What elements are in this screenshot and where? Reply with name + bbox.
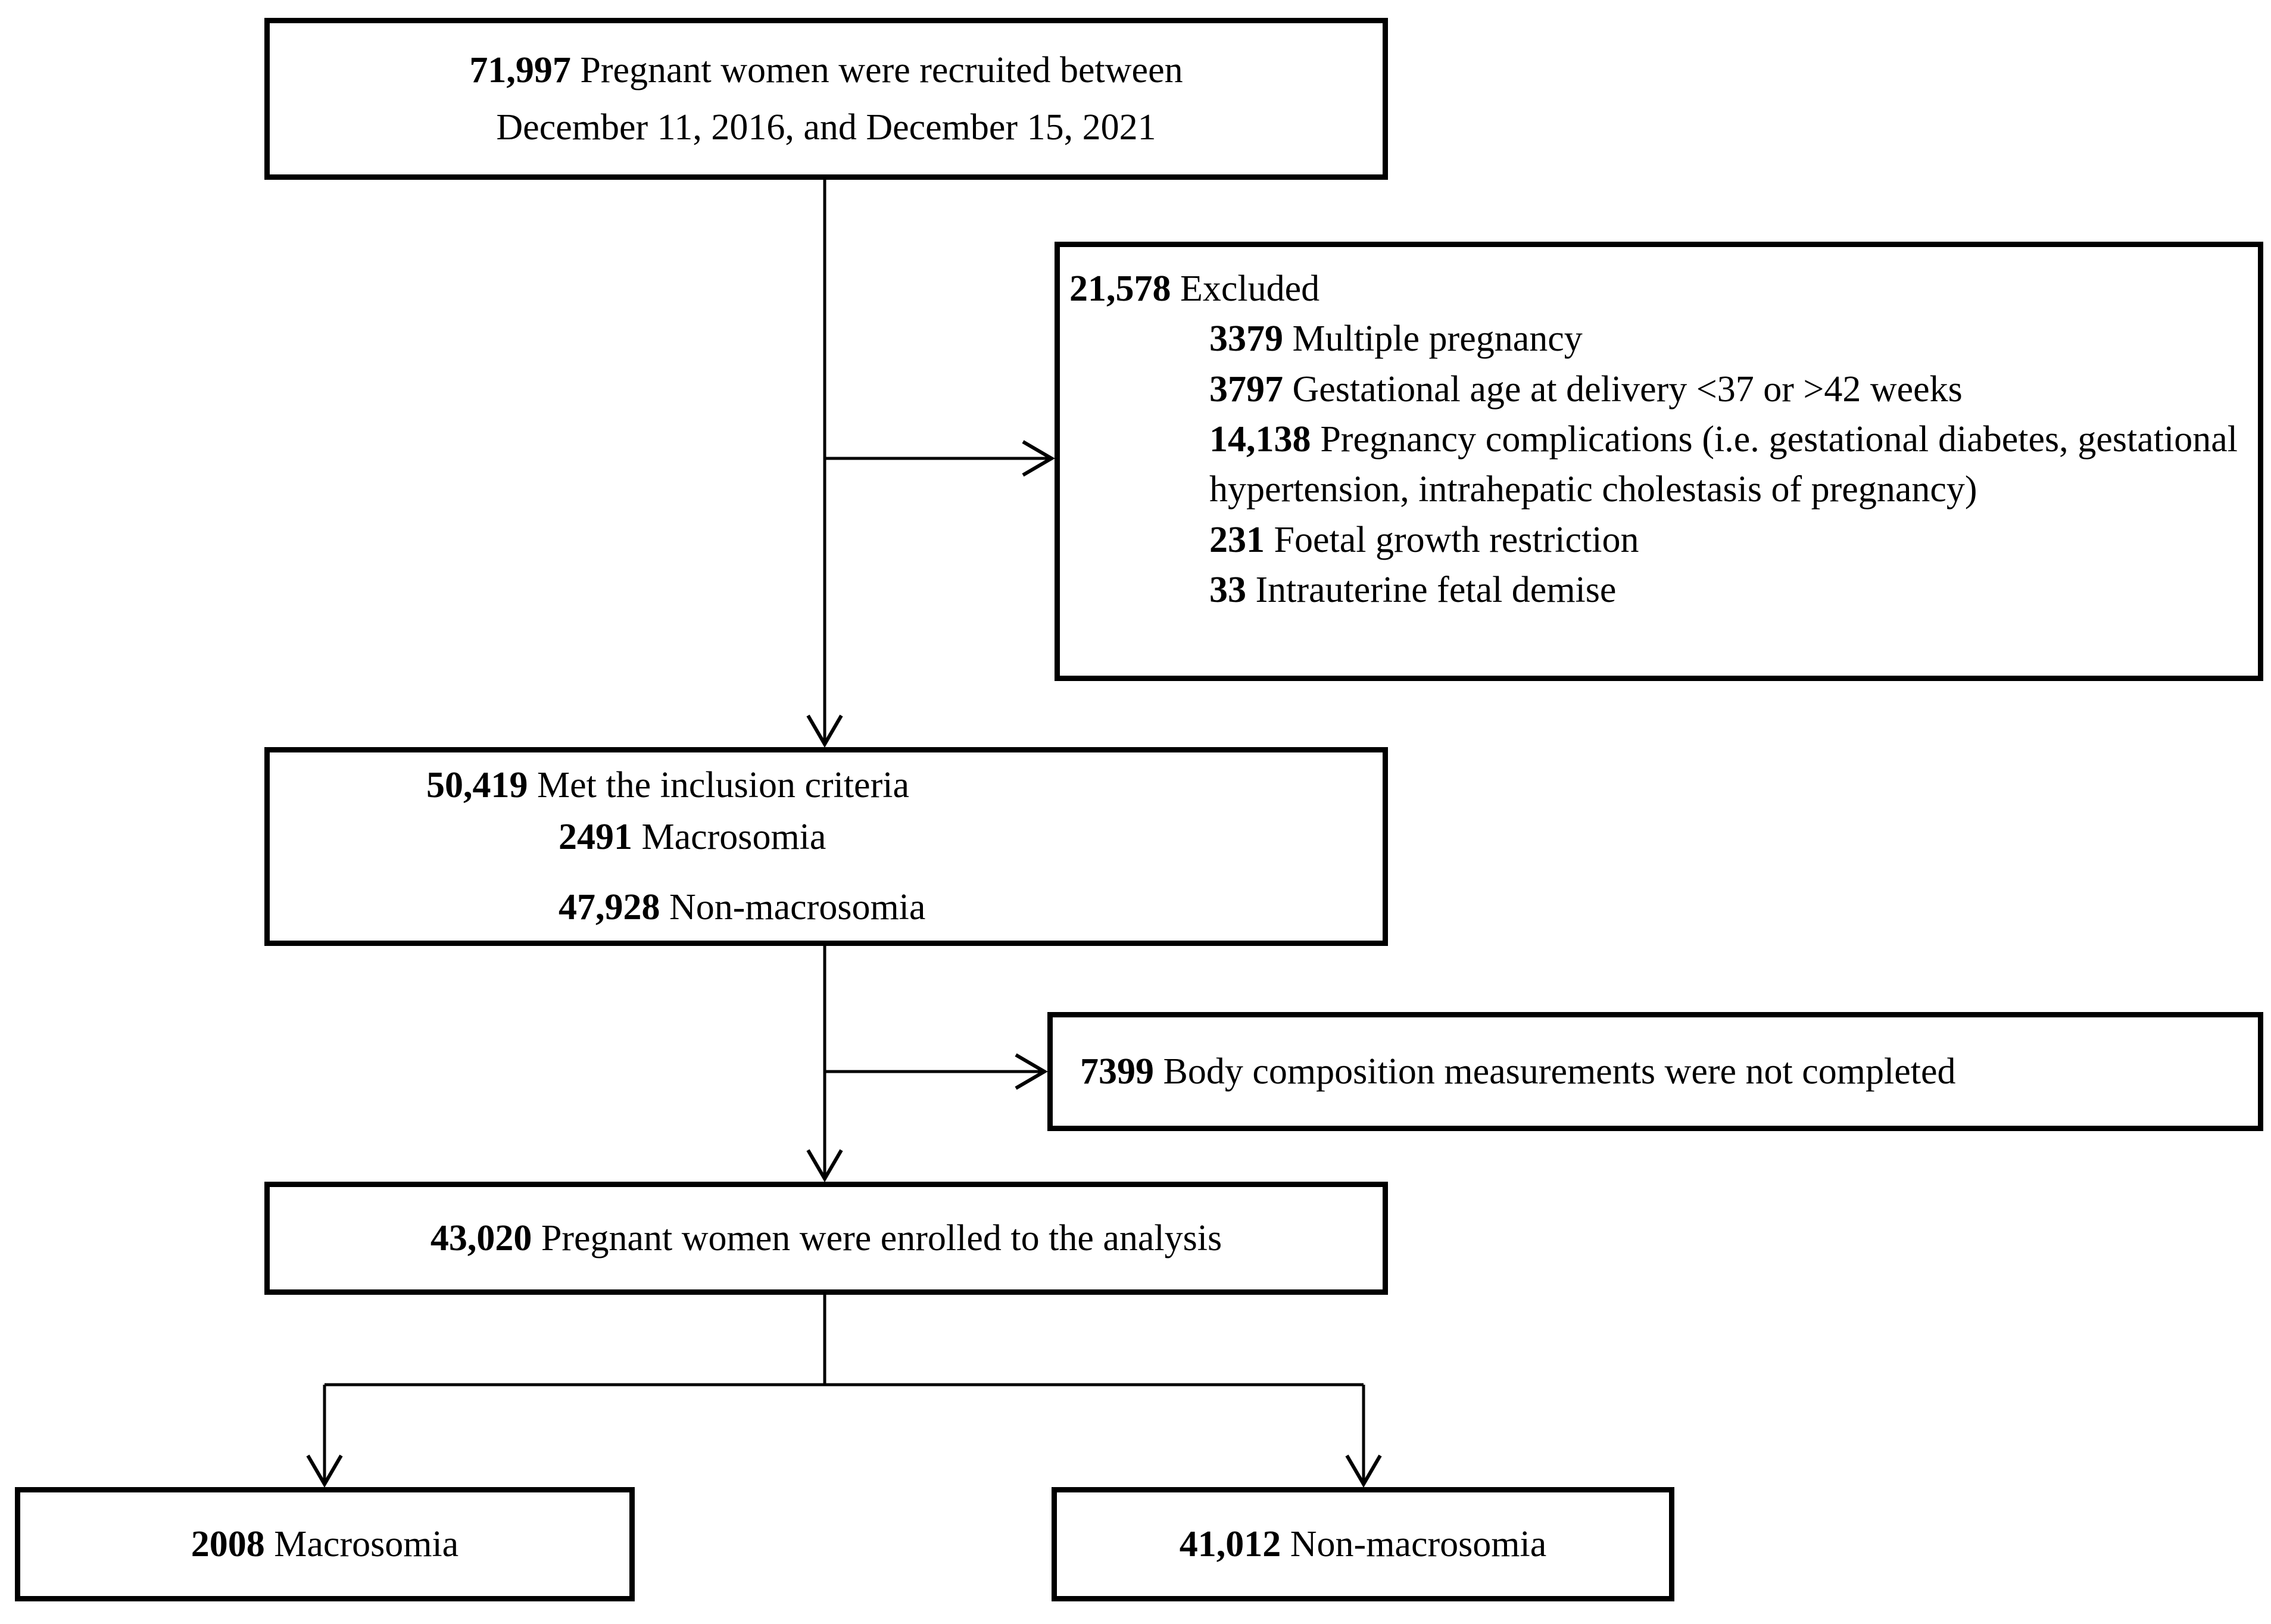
non-macrosomia-count: 41,012 [1179,1523,1281,1564]
body-composition-line: 7399 Body composition measurements were … [1080,1051,2258,1093]
excluded-label: Excluded [1180,268,1320,309]
body-composition-count: 7399 [1080,1051,1154,1092]
excluded-item: 33 Intrauterine fetal demise [1209,565,2238,615]
inclusion-box: 50,419 Met the inclusion criteria 2491 M… [264,747,1388,946]
excluded-item-count: 231 [1209,519,1265,560]
body-composition-label: Body composition measurements were not c… [1163,1051,1956,1092]
excluded-count: 21,578 [1069,268,1171,309]
enrolled-box: 43,020 Pregnant women were enrolled to t… [264,1182,1388,1295]
excluded-item-count: 3379 [1209,318,1283,360]
inclusion-sub-label: Macrosomia [641,816,826,857]
non-macrosomia-label: Non-macrosomia [1290,1523,1547,1564]
excluded-item-label: Multiple pregnancy [1292,318,1583,360]
inclusion-sub-count: 47,928 [559,887,660,928]
excluded-item: 231 Foetal growth restriction [1209,515,2238,565]
macrosomia-box: 2008 Macrosomia [15,1487,635,1601]
recruited-box: 71,997 Pregnant women were recruited bet… [264,18,1388,180]
inclusion-sub-count: 2491 [559,816,632,857]
macrosomia-label: Macrosomia [274,1523,459,1564]
recruited-dates: December 11, 2016, and December 15, 2021 [496,107,1156,148]
non-macrosomia-line: 41,012 Non-macrosomia [1180,1523,1546,1566]
inclusion-label: Met the inclusion criteria [537,764,909,805]
inclusion-subitem: 2491 Macrosomia [559,811,1383,863]
excluded-item-label: Foetal growth restriction [1274,519,1639,560]
excluded-item-count: 3797 [1209,368,1283,410]
macrosomia-count: 2008 [191,1523,265,1564]
recruited-label: Pregnant women were recruited between [580,49,1183,90]
recruited-line1: 71,997 Pregnant women were recruited bet… [469,42,1183,99]
inclusion-count: 50,419 [426,764,528,805]
excluded-item-label: Gestational age at delivery <37 or >42 w… [1292,368,1963,410]
excluded-header: 21,578 Excluded [1069,264,2238,314]
enrolled-line: 43,020 Pregnant women were enrolled to t… [431,1217,1222,1260]
inclusion-subitem: 47,928 Non-macrosomia [559,882,1383,933]
macrosomia-line: 2008 Macrosomia [191,1523,458,1566]
excluded-item-count: 33 [1209,569,1246,610]
inclusion-header: 50,419 Met the inclusion criteria [426,760,1383,811]
recruited-line2: December 11, 2016, and December 15, 2021 [496,99,1156,156]
recruited-count: 71,997 [469,49,571,90]
excluded-item: 3797 Gestational age at delivery <37 or … [1209,364,2238,414]
enrolled-count: 43,020 [430,1217,532,1258]
non-macrosomia-box: 41,012 Non-macrosomia [1052,1487,1674,1601]
excluded-item-label: Intrauterine fetal demise [1255,569,1617,610]
excluded-box: 21,578 Excluded 3379 Multiple pregnancy … [1055,242,2263,681]
inclusion-sub-label: Non-macrosomia [669,887,926,928]
excluded-item: 14,138 Pregnancy complications (i.e. ges… [1209,414,2238,515]
enrolled-label: Pregnant women were enrolled to the anal… [541,1217,1222,1258]
body-composition-box: 7399 Body composition measurements were … [1047,1012,2263,1131]
excluded-item-label: Pregnancy complications (i.e. gestationa… [1209,419,2238,510]
excluded-item-count: 14,138 [1209,419,1311,460]
excluded-item: 3379 Multiple pregnancy [1209,314,2238,364]
